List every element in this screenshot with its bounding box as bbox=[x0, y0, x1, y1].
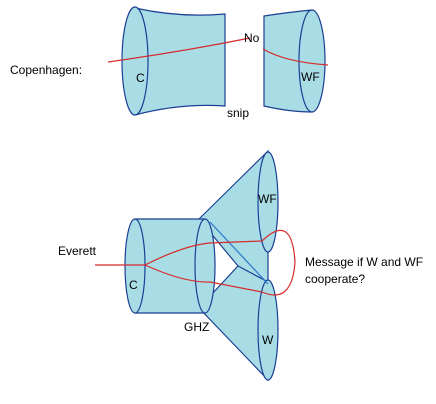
everett-label: Everett bbox=[58, 244, 97, 258]
signal-line-left bbox=[107, 37, 251, 63]
lower-cone-rim bbox=[257, 279, 279, 381]
right-tube-end-rim bbox=[298, 9, 326, 113]
w-label-bottom: W bbox=[262, 333, 274, 347]
message-label-line1: Message if W and WF bbox=[305, 255, 423, 269]
c-label-bottom: C bbox=[129, 278, 138, 292]
snip-label: snip bbox=[227, 106, 249, 120]
copenhagen-label: Copenhagen: bbox=[10, 63, 82, 77]
message-label-line2: cooperate? bbox=[305, 272, 365, 286]
signal-line-messenger-loop bbox=[261, 229, 296, 296]
c-label-top: C bbox=[136, 71, 145, 85]
wf-label-top: WF bbox=[301, 70, 320, 84]
signal-line-right bbox=[262, 48, 329, 66]
copenhagen-scenario: Copenhagen: No snip C WF bbox=[10, 6, 329, 120]
signal-line-branch-lower bbox=[144, 264, 263, 293]
everett-scenario: Everett C WF W GHZ Message if W and WF c… bbox=[58, 149, 423, 382]
cylinder-left-rim bbox=[124, 218, 146, 314]
ghz-rim bbox=[194, 218, 216, 314]
left-tube-end-rim bbox=[121, 6, 149, 116]
left-tube-body bbox=[134, 7, 226, 116]
wf-label-bottom: WF bbox=[258, 192, 277, 206]
upper-cone-rim bbox=[257, 151, 279, 253]
signal-line-branch-upper bbox=[144, 240, 263, 266]
no-label: No bbox=[244, 31, 260, 45]
branch-line-upper-to-lower bbox=[209, 221, 269, 285]
ghz-label: GHZ bbox=[184, 320, 209, 334]
